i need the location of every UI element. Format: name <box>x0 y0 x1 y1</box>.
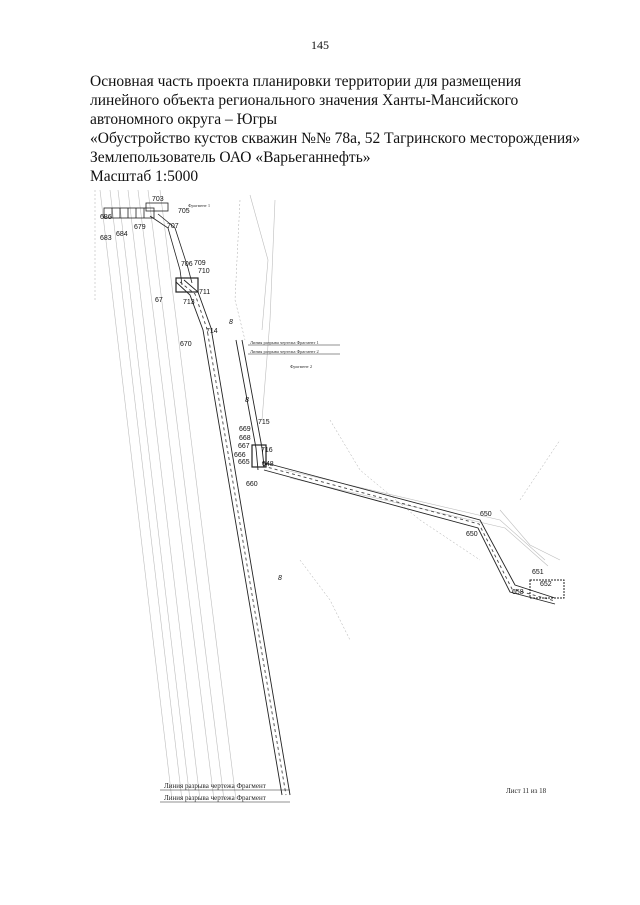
point-label: 710 <box>198 268 210 275</box>
point-label: 703 <box>152 196 164 203</box>
point-label: 686 <box>100 214 112 221</box>
point-label: 669 <box>239 426 251 433</box>
point-label: 8 <box>245 397 249 404</box>
bottom-break-1: Линия разрыва чертежа Фрагмент <box>164 782 266 790</box>
fragment2-label: Фрагмент 2 <box>290 364 312 369</box>
point-label: 650 <box>480 511 492 518</box>
branch-pipeline <box>235 339 565 605</box>
bottom-break-2: Линия разрыва чертежа Фрагмент <box>164 794 266 802</box>
point-label: 683 <box>100 235 112 242</box>
point-label: 715 <box>258 419 270 426</box>
point-label: 668 <box>239 435 251 442</box>
point-label: 660 <box>246 481 258 488</box>
page-number: 145 <box>311 38 329 52</box>
point-label: 651 <box>532 569 544 576</box>
point-label: 684 <box>116 231 128 238</box>
point-label: 8 <box>229 319 233 326</box>
point-label: 652 <box>540 581 552 588</box>
break-lines <box>160 344 340 803</box>
document-header: Основная часть проекта планировки террит… <box>90 72 610 186</box>
point-labels: 703 705 707 686 679 684 683 706 709 710 … <box>100 196 552 596</box>
sheet-label: Лист 11 из 18 <box>506 787 547 795</box>
point-label: 716 <box>261 447 273 454</box>
point-label: 8 <box>278 575 282 582</box>
break-line-2: Линия разрыва чертежа Фрагмент 2 <box>250 349 319 354</box>
point-label: 711 <box>199 289 210 296</box>
main-pipeline <box>175 277 291 796</box>
point-label: 713 <box>183 299 195 306</box>
point-label: 650 <box>466 531 478 538</box>
contour-dashes <box>94 190 561 641</box>
header-line-2: линейного объекта регионального значения… <box>90 92 519 109</box>
point-label: 705 <box>178 208 190 215</box>
point-label: 709 <box>194 260 206 267</box>
point-label: 665 <box>238 459 250 466</box>
scale-label: Масштаб 1:5000 <box>90 168 199 185</box>
terrain-lines <box>99 189 561 801</box>
point-label: 706 <box>181 261 193 268</box>
point-label: 648 <box>262 461 274 468</box>
point-label: 670 <box>180 341 192 348</box>
header-line-1: Основная часть проекта планировки террит… <box>90 73 522 90</box>
point-label: 666 <box>234 452 246 459</box>
header-line-3: автономного округа – Югры <box>90 111 278 128</box>
point-label: 67 <box>155 297 163 304</box>
point-label: 707 <box>167 223 179 230</box>
header-line-4: «Обустройство кустов скважин №№ 78а, 52 … <box>90 130 581 147</box>
point-label: 667 <box>238 443 250 450</box>
header-line-5: Землепользователь ОАО «Варьеганнефть» <box>90 149 371 166</box>
fragment1-label: Фрагмент 1 <box>188 203 210 208</box>
corridor-top <box>103 202 193 286</box>
point-label: 679 <box>134 224 146 231</box>
break-line-1: Линия разрыва чертежа Фрагмент 1 <box>250 340 319 345</box>
point-label: 658 <box>512 589 524 596</box>
point-label: 714 <box>206 328 218 335</box>
